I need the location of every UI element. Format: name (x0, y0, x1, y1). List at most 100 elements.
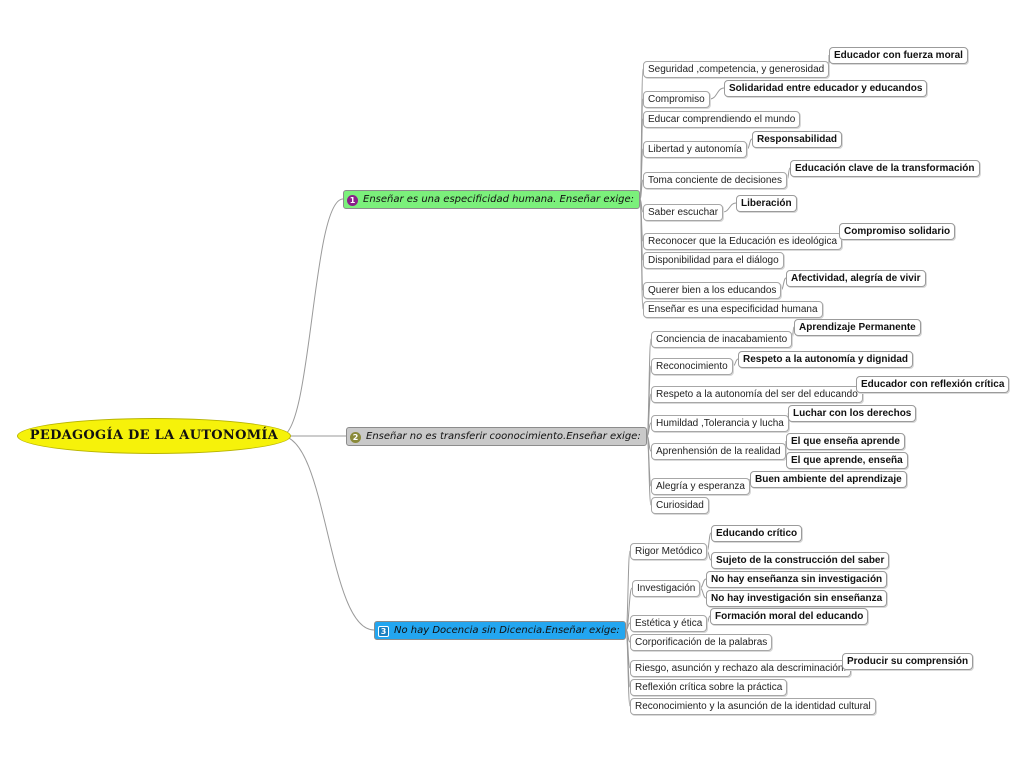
subtopic-2-4[interactable]: Humildad ,Tolerancia y lucha (651, 415, 789, 432)
subtopic-1-2[interactable]: Compromiso (643, 91, 710, 108)
subtopic-to-detail (706, 615, 711, 624)
subtopic-to-detail (709, 87, 725, 100)
subtopic-3-6-label: Reflexión crítica sobre la práctica (635, 682, 783, 693)
detail-2-5-1-label: El que enseña aprende (791, 436, 900, 447)
subtopic-1-4-label: Libertad y autonomía (648, 144, 742, 155)
detail-1-6-1-label: Liberación (741, 198, 792, 209)
detail-1-4-1[interactable]: Responsabilidad (752, 131, 843, 148)
detail-3-1-1[interactable]: Educando crítico (711, 525, 803, 542)
subtopic-3-7-label: Reconocimiento y la asunción de la ident… (635, 701, 871, 712)
branch-to-subtopic (646, 422, 652, 437)
detail-3-3-1-label: Formación moral del educando (715, 611, 864, 622)
subtopic-1-1[interactable]: Seguridad ,competencia, y generosidad (643, 61, 830, 78)
detail-3-1-2-label: Sujeto de la construcción del saber (716, 555, 885, 566)
subtopic-2-4-label: Humildad ,Tolerancia y lucha (656, 418, 784, 429)
detail-2-6-1[interactable]: Buen ambiente del aprendizaje (750, 471, 907, 488)
subtopic-2-2-label: Reconocimiento (656, 361, 728, 372)
subtopic-1-9[interactable]: Querer bien a los educandos (643, 282, 782, 299)
detail-2-2-1[interactable]: Respeto a la autonomía y dignidad (738, 351, 914, 368)
subtopic-2-5[interactable]: Aprenhensión de la realidad (651, 443, 786, 460)
subtopic-2-6[interactable]: Alegría y esperanza (651, 478, 750, 495)
detail-3-5-1[interactable]: Producir su comprensión (842, 653, 974, 670)
root-topic[interactable]: PEDAGOGÍA DE LA AUTONOMÍA (17, 418, 291, 454)
subtopic-2-6-label: Alegría y esperanza (656, 481, 745, 492)
subtopic-1-8[interactable]: Disponibilidad para el diálogo (643, 252, 784, 269)
priority-2-icon: 2 (350, 432, 361, 443)
detail-3-2-1[interactable]: No hay enseñanza sin investigación (706, 571, 888, 588)
detail-1-7-1-label: Compromiso solidario (844, 226, 951, 237)
detail-1-5-1[interactable]: Educación clave de la transformación (790, 160, 980, 177)
subtopic-1-5[interactable]: Toma conciente de decisiones (643, 172, 787, 189)
subtopic-1-7-label: Reconocer que la Educación es ideológica (648, 236, 838, 247)
subtopic-2-1[interactable]: Conciencia de inacabamiento (651, 331, 793, 348)
subtopic-1-6-label: Saber escuchar (648, 207, 719, 218)
branch-to-subtopic (646, 435, 652, 506)
detail-1-1-1[interactable]: Educador con fuerza moral (829, 47, 968, 64)
subtopic-to-detail (780, 277, 787, 291)
subtopic-1-7[interactable]: Reconocer que la Educación es ideológica (643, 233, 843, 250)
subtopic-1-10[interactable]: Enseñar es una especificidad humana (643, 301, 823, 318)
branch-to-subtopic (639, 198, 644, 310)
subtopic-to-detail (786, 167, 791, 181)
subtopic-1-6[interactable]: Saber escuchar (643, 204, 724, 221)
subtopic-1-10-label: Enseñar es una especificidad humana (648, 304, 818, 315)
detail-3-1-2[interactable]: Sujeto de la construcción del saber (711, 552, 890, 569)
subtopic-3-4[interactable]: Corporificación de la palabras (630, 634, 773, 651)
detail-1-9-1[interactable]: Afectividad, alegría de vivir (786, 270, 926, 287)
detail-2-6-1-label: Buen ambiente del aprendizaje (755, 474, 902, 485)
detail-2-4-1-label: Luchar con los derechos (793, 408, 912, 419)
detail-2-5-1[interactable]: El que enseña aprende (786, 433, 905, 450)
subtopic-2-3[interactable]: Respeto a la autonomía del ser del educa… (651, 386, 863, 403)
detail-2-1-1-label: Aprendizaje Permanente (799, 322, 916, 333)
subtopic-3-5-label: Riesgo, asunción y rechazo ala descrimin… (635, 663, 847, 674)
subtopic-2-5-label: Aprenhensión de la realidad (656, 446, 781, 457)
subtopic-to-detail (732, 358, 739, 367)
branch-topic-3[interactable]: 3 No hay Docencia sin Dicencia.Enseñar ex… (374, 621, 626, 640)
branch-to-subtopic (625, 629, 631, 707)
subtopic-1-2-label: Compromiso (648, 94, 705, 105)
detail-2-5-2[interactable]: El que aprende, enseña (786, 452, 908, 469)
subtopic-1-4[interactable]: Libertad y autonomía (643, 141, 747, 158)
priority-1-icon: 1 (347, 195, 358, 206)
subtopic-3-7[interactable]: Reconocimiento y la asunción de la ident… (630, 698, 876, 715)
detail-3-3-1[interactable]: Formación moral del educando (710, 608, 869, 625)
branch-topic-label: No hay Docencia sin Dicencia.Enseñar exi… (394, 625, 620, 636)
subtopic-1-3[interactable]: Educar comprendiendo el mundo (643, 111, 801, 128)
root-to-branch-3 (280, 435, 375, 631)
subtopic-1-3-label: Educar comprendiendo el mundo (648, 114, 796, 125)
detail-3-2-2[interactable]: No hay investigación sin enseñanza (706, 590, 888, 607)
detail-3-5-1-label: Producir su comprensión (847, 656, 969, 667)
detail-1-7-1[interactable]: Compromiso solidario (839, 223, 956, 240)
detail-1-5-1-label: Educación clave de la transformación (795, 163, 975, 174)
branch-topic-label: Enseñar es una especificidad humana. Ens… (363, 194, 635, 205)
detail-1-1-1-label: Educador con fuerza moral (834, 50, 963, 61)
subtopic-3-2[interactable]: Investigación (632, 580, 701, 597)
subtopic-2-7[interactable]: Curiosidad (651, 497, 709, 514)
subtopic-1-8-label: Disponibilidad para el diálogo (648, 255, 779, 266)
detail-1-2-1-label: Solidaridad entre educador y educandos (729, 83, 923, 94)
detail-2-5-2-label: El que aprende, enseña (791, 455, 903, 466)
detail-1-6-1[interactable]: Liberación (736, 195, 797, 212)
detail-2-1-1[interactable]: Aprendizaje Permanente (794, 319, 921, 336)
detail-2-4-1[interactable]: Luchar con los derechos (788, 405, 917, 422)
subtopic-3-3[interactable]: Estética y ética (630, 615, 708, 632)
subtopic-2-2[interactable]: Reconocimiento (651, 358, 733, 375)
subtopic-1-5-label: Toma conciente de decisiones (648, 175, 782, 186)
subtopic-3-5[interactable]: Riesgo, asunción y rechazo ala descrimin… (630, 660, 852, 677)
subtopic-3-6[interactable]: Reflexión crítica sobre la práctica (630, 679, 788, 696)
root-to-branch-1 (280, 198, 344, 437)
subtopic-to-detail (706, 550, 712, 561)
subtopic-to-detail (791, 326, 795, 340)
detail-3-2-1-label: No hay enseñanza sin investigación (711, 574, 883, 585)
branch-topic-1[interactable]: 1 Enseñar es una especificidad humana. En… (343, 190, 641, 209)
detail-1-2-1[interactable]: Solidaridad entre educador y educandos (724, 80, 928, 97)
subtopic-3-1[interactable]: Rigor Metódico (630, 543, 708, 560)
priority-3-icon: 3 (378, 626, 389, 637)
root-topic-label: PEDAGOGÍA DE LA AUTONOMÍA (29, 428, 279, 443)
detail-3-1-1-label: Educando crítico (716, 528, 798, 539)
detail-2-3-1[interactable]: Educador con reflexión crítica (856, 376, 1010, 393)
subtopic-2-1-label: Conciencia de inacabamiento (656, 334, 788, 345)
